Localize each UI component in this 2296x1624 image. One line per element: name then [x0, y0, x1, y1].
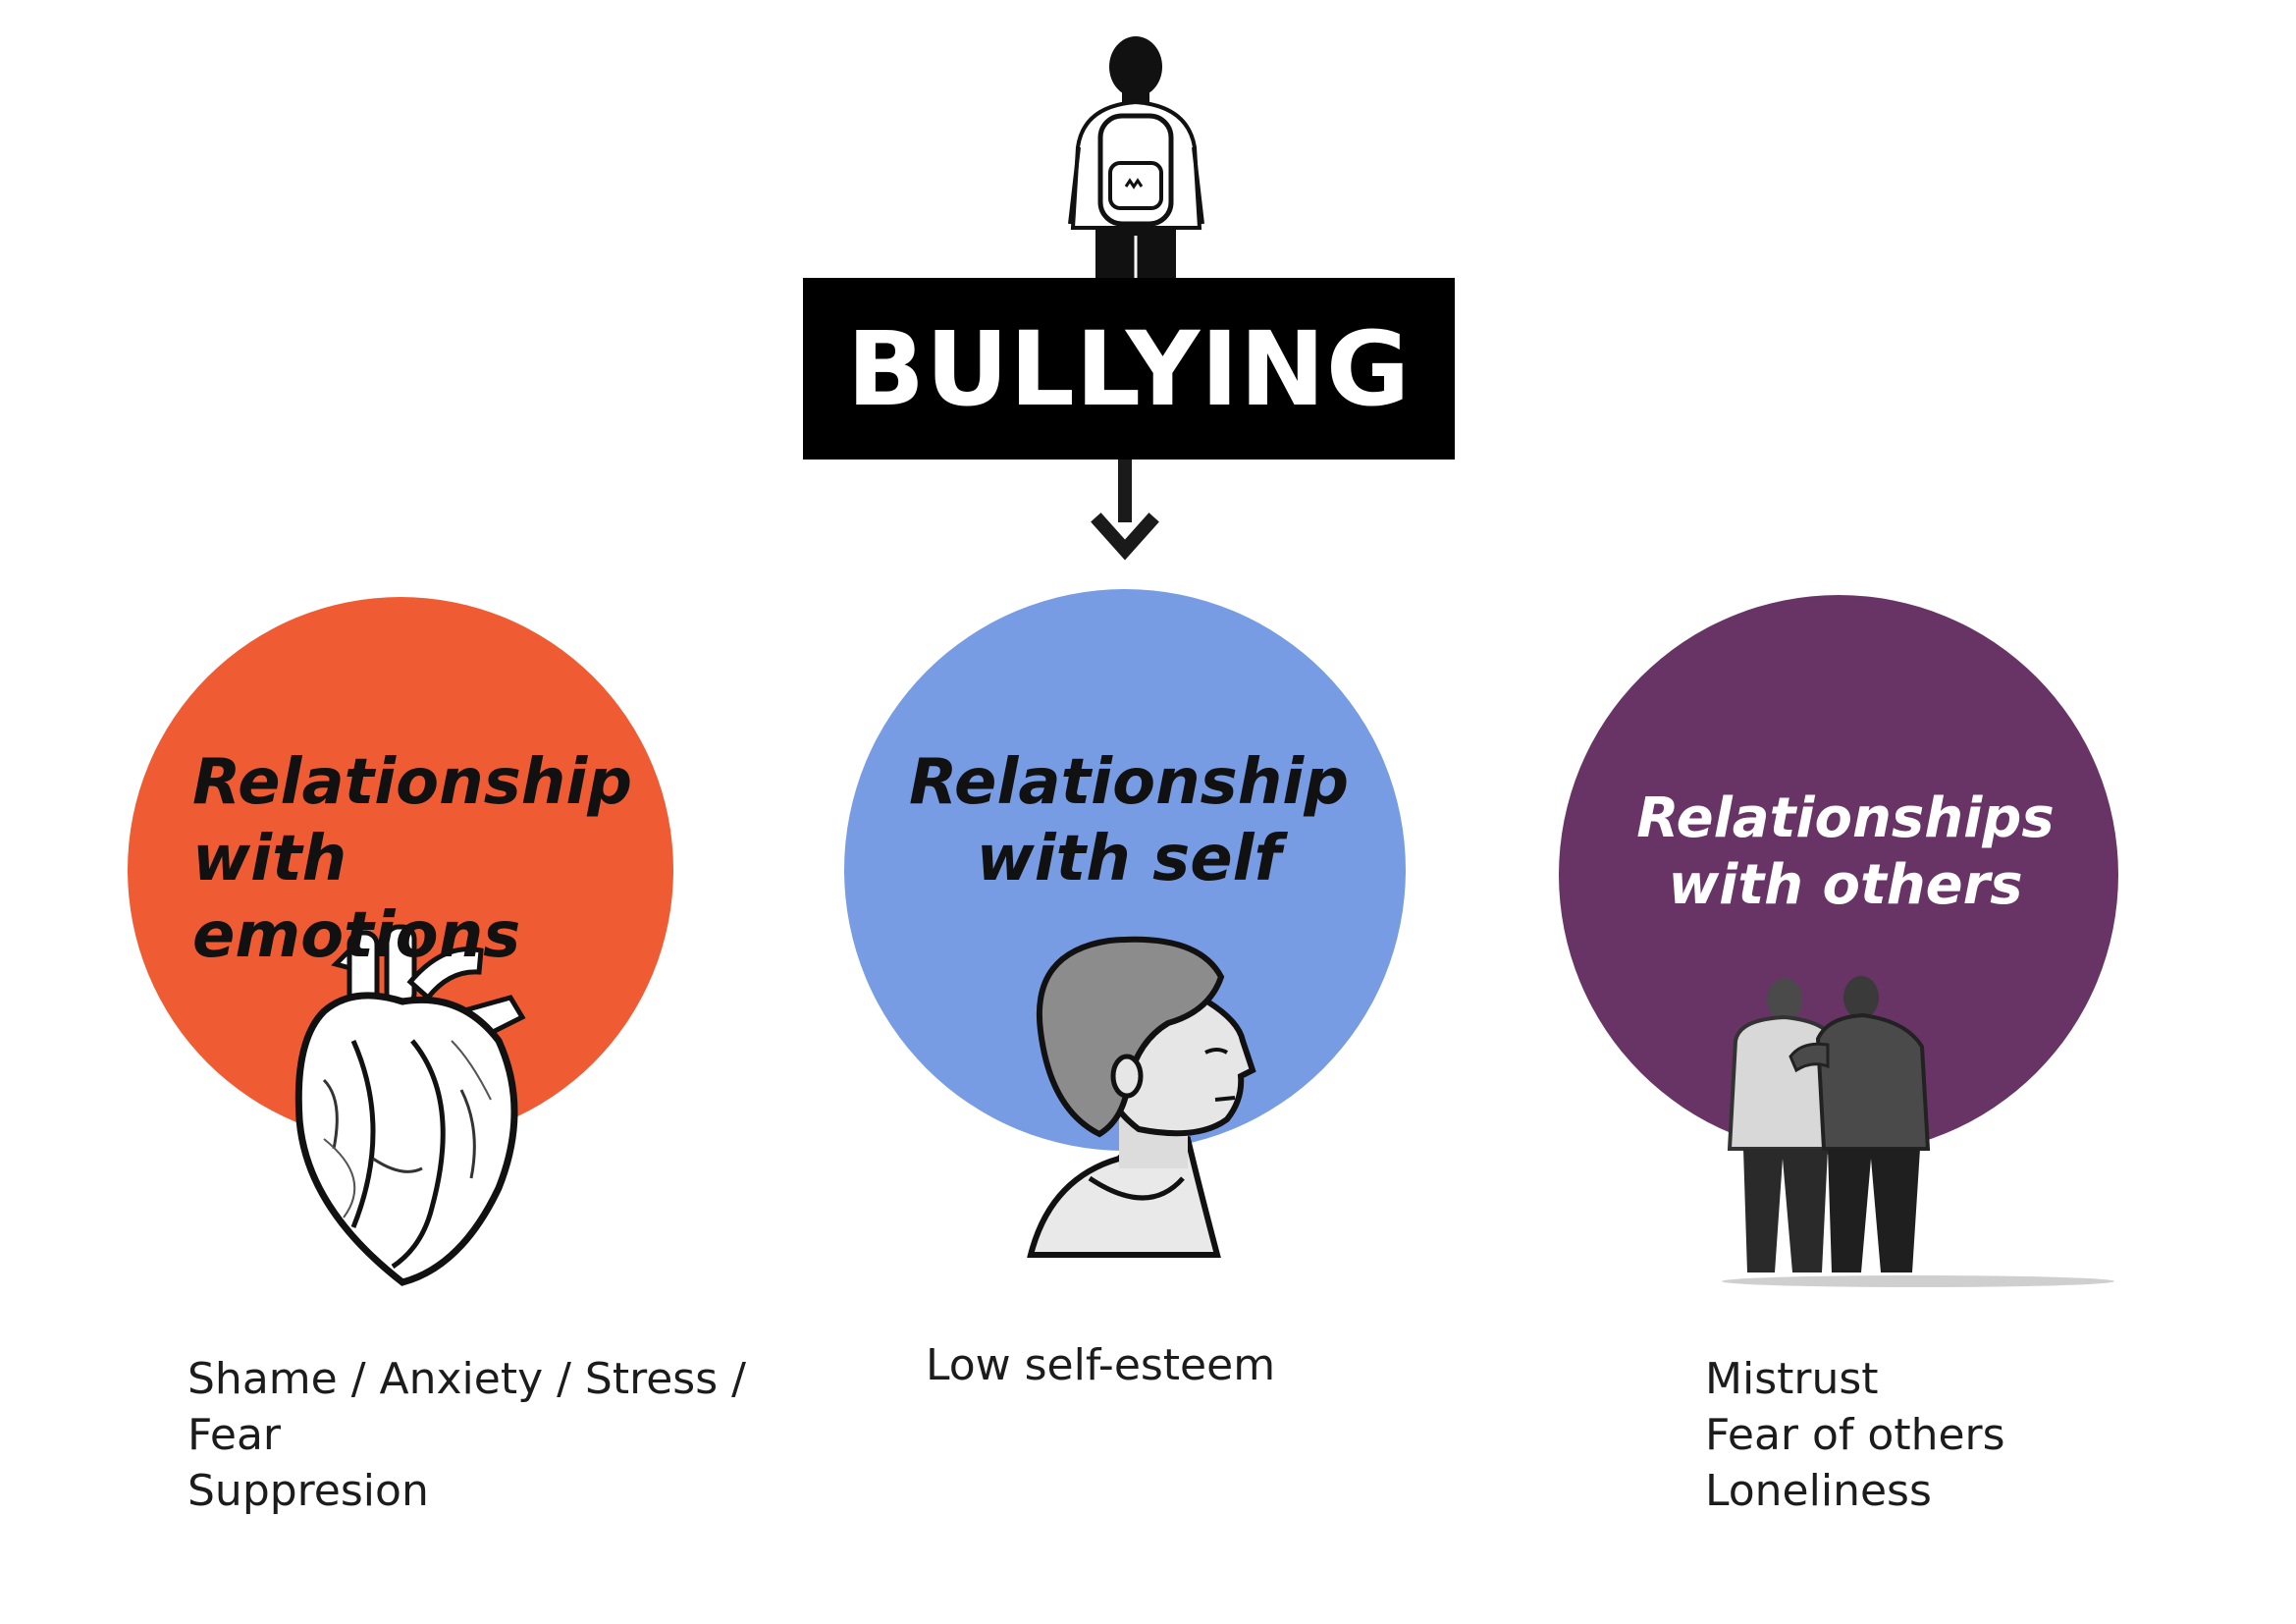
- two-people-embracing-icon: [1722, 976, 2114, 1287]
- student-with-backpack-icon: [1068, 36, 1204, 279]
- emotions-title: Relationship with emotions: [192, 746, 633, 973]
- down-arrow: [1091, 458, 1159, 561]
- others-title: Relationships with others: [1636, 786, 2055, 918]
- anatomical-heart-icon: [294, 924, 526, 1286]
- others-effects: Mistrust Fear of others Loneliness: [1705, 1354, 2005, 1517]
- self-circle: [844, 589, 1406, 1151]
- bullying-title: BULLYING: [846, 308, 1412, 429]
- person-profile-icon: [1027, 936, 1256, 1258]
- others-circle: [1559, 595, 2118, 1155]
- emotions-effects: Shame / Anxiety / Stress / Fear Suppresi…: [187, 1354, 746, 1517]
- self-effects: Low self-esteem: [926, 1340, 1276, 1390]
- bullying-title-box: BULLYING: [803, 278, 1455, 460]
- self-title: Relationship with self: [908, 746, 1350, 896]
- emotions-circle: [128, 597, 673, 1143]
